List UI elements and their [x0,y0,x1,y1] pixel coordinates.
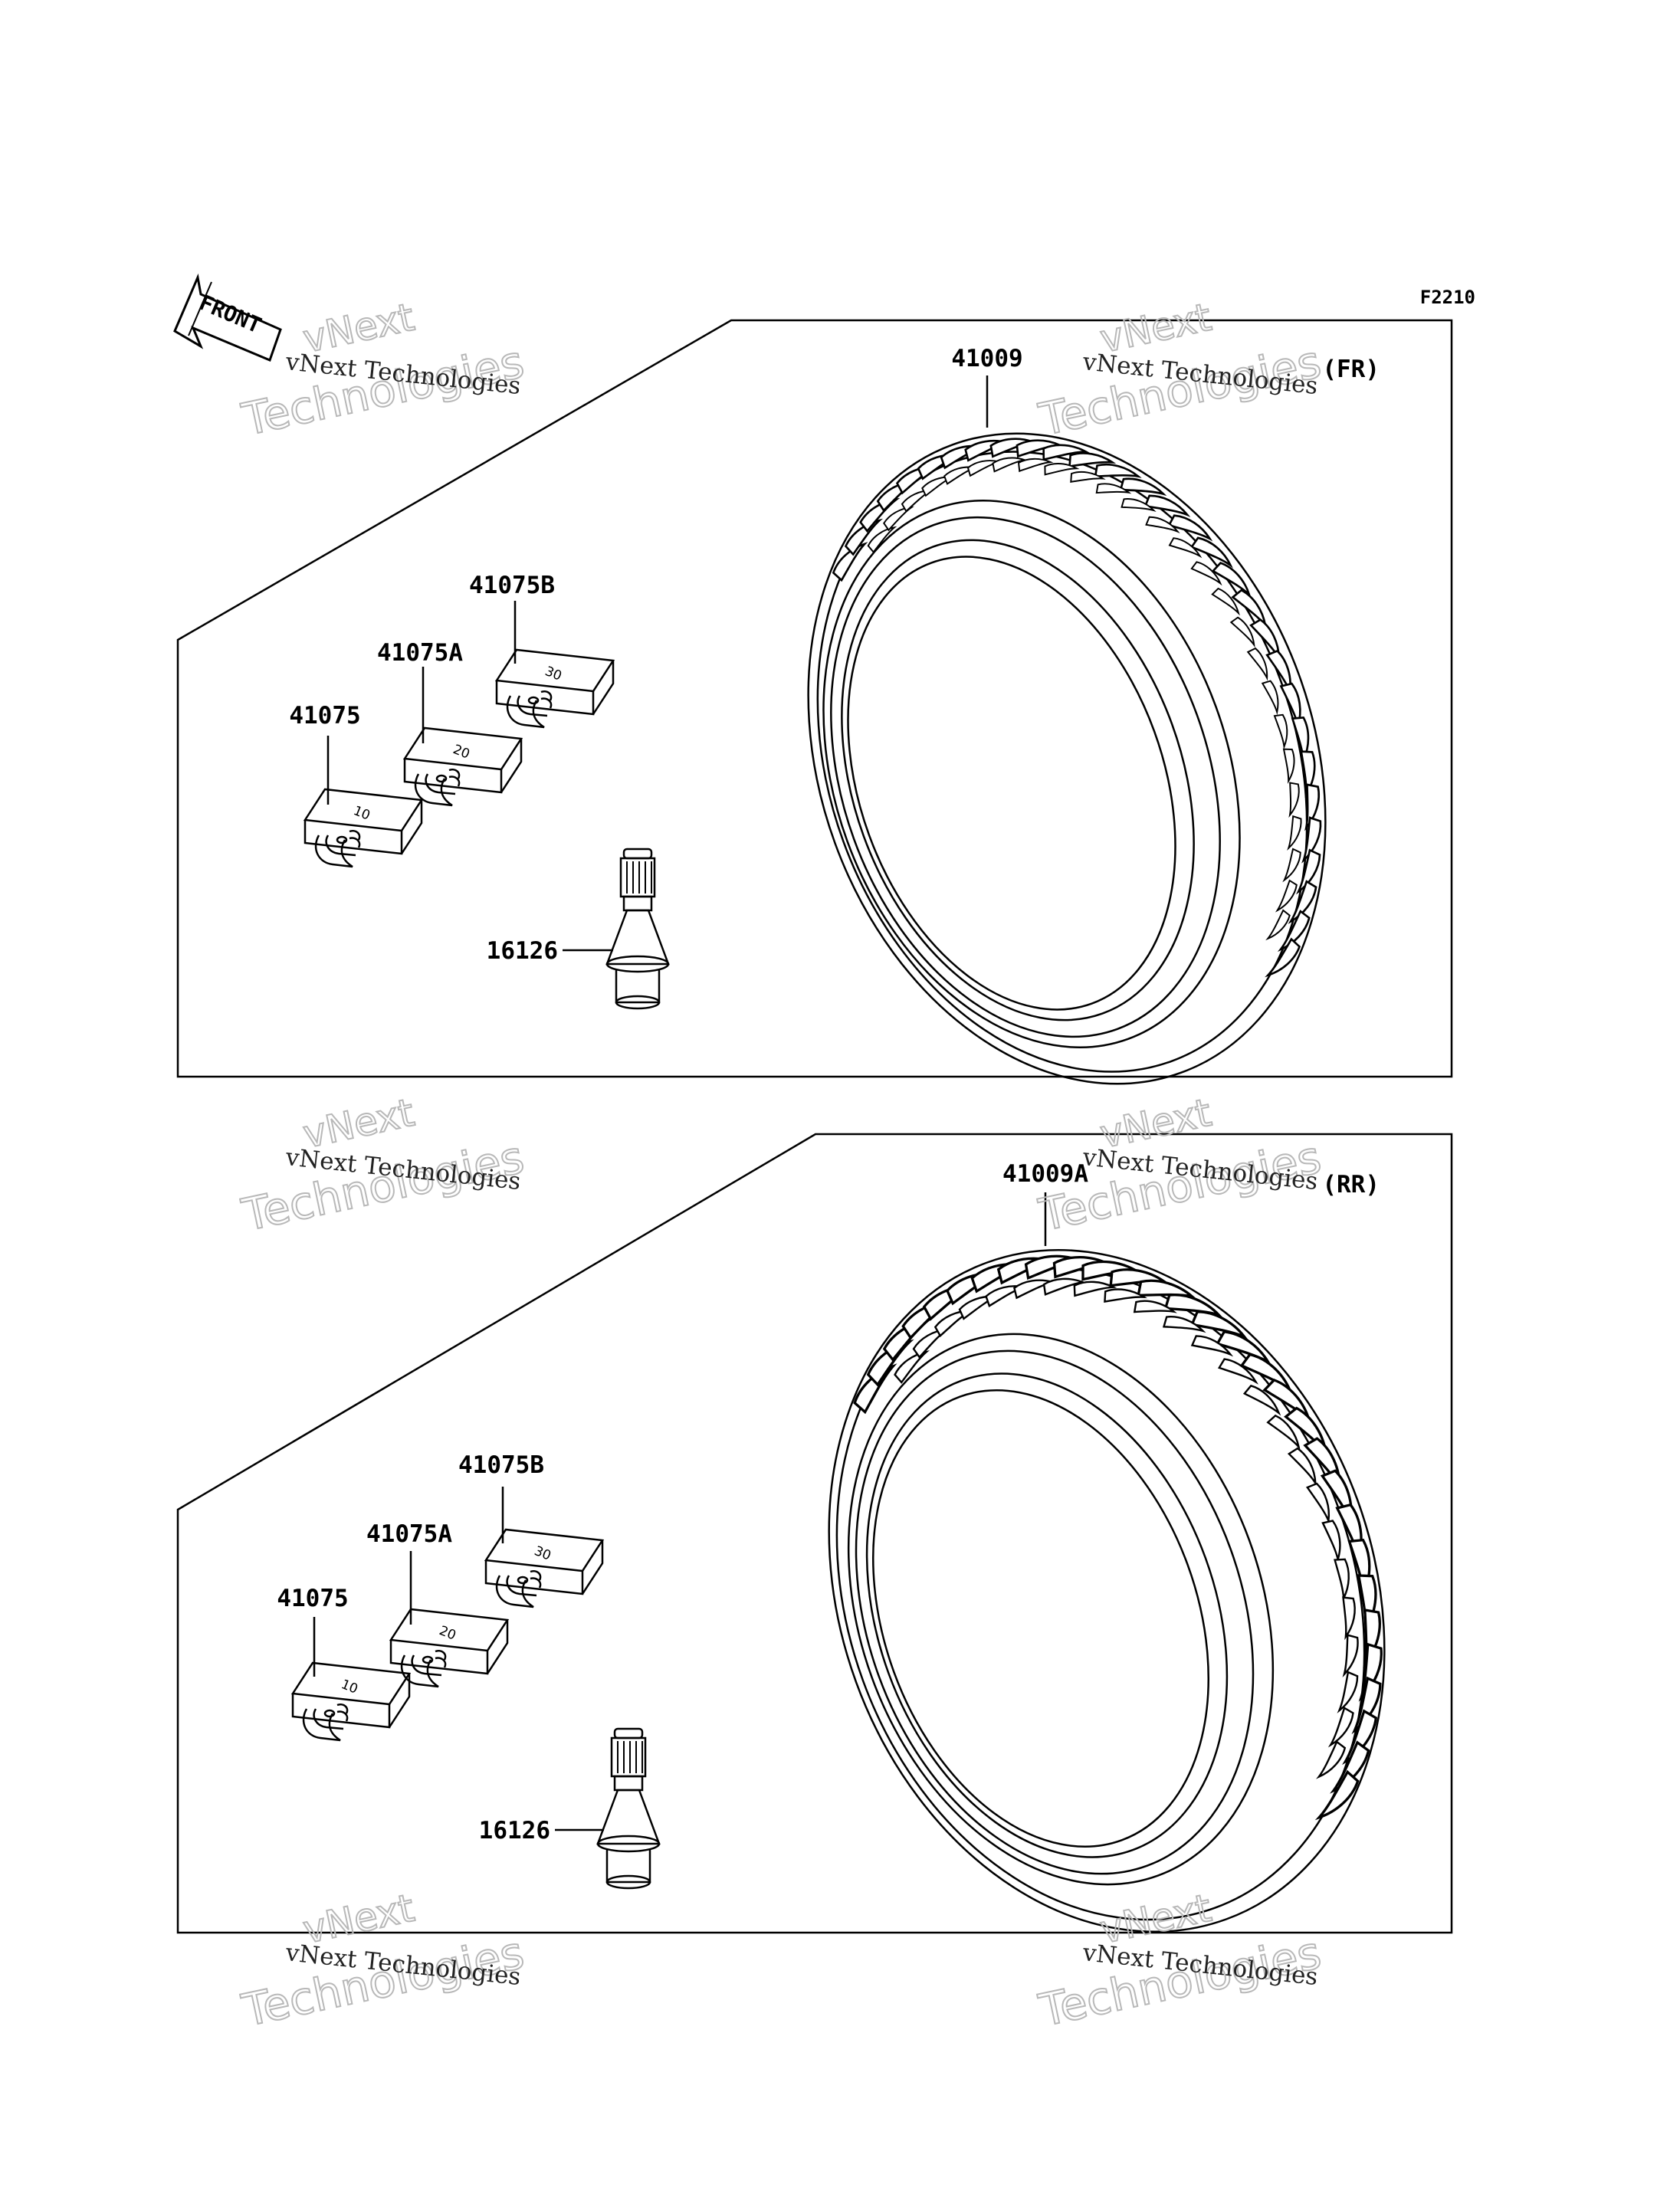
rear-weight-20-part-number: 41075A [366,1520,452,1548]
rear-weight-30-part-number: 41075B [458,1451,544,1479]
front-valve-part-number: 16126 [487,937,558,965]
figure-code: F2210 [1420,287,1475,308]
section-rear: (RR) 41009A 10 41075 20 41075A 30 [176,1133,1453,1934]
rear-weight-10-part-number: 41075 [277,1585,348,1612]
tread-lug [1262,938,1303,981]
tread-lug [1337,1634,1361,1677]
front-weight-20-part-number: 41075A [377,639,463,667]
tread-lug [1281,748,1295,782]
tread-lug [1332,1671,1361,1714]
rear-tire [828,1249,1386,1933]
tread-lug [1247,646,1273,681]
front-direction-arrow-icon: FRONT [173,273,282,362]
rear-valve-part-number: 16126 [479,1817,550,1844]
tread-lug [1262,679,1283,715]
tread-lug [1283,782,1301,817]
section-tag-rear: (RR) [1322,1171,1380,1199]
svg-text:20: 20 [451,742,472,762]
svg-text:20: 20 [437,1623,458,1644]
section-front: (FR) 41009 10 41075 20 41075A 30 [176,319,1453,1085]
tread-lug [1273,713,1291,749]
svg-text:30: 30 [532,1543,553,1564]
front-weight-10-part-number: 41075 [289,702,360,730]
front-weight-10: 10 [304,788,423,868]
rear-tire-part-number: 41009A [1002,1160,1088,1188]
section-tag-front: (FR) [1322,356,1380,383]
front-valve [605,848,670,1010]
tread-lug [1271,880,1300,914]
front-tire [807,432,1327,1085]
tread-lug [1321,1519,1345,1562]
tread-lug [1334,1558,1351,1600]
front-weight-30-part-number: 41075B [469,572,555,599]
svg-text:10: 10 [351,803,372,824]
rear-weight-10: 10 [291,1661,411,1742]
tread-lug [1337,1596,1357,1638]
section-front-frame [176,319,1453,1078]
rear-valve [596,1727,661,1890]
tread-lug [1324,1707,1357,1749]
tread-lug [1278,848,1304,884]
section-rear-frame [176,1133,1453,1934]
svg-text:10: 10 [339,1677,360,1697]
svg-text:30: 30 [543,664,564,684]
front-tire-part-number: 41009 [951,345,1022,372]
tread-lug [1282,815,1304,851]
